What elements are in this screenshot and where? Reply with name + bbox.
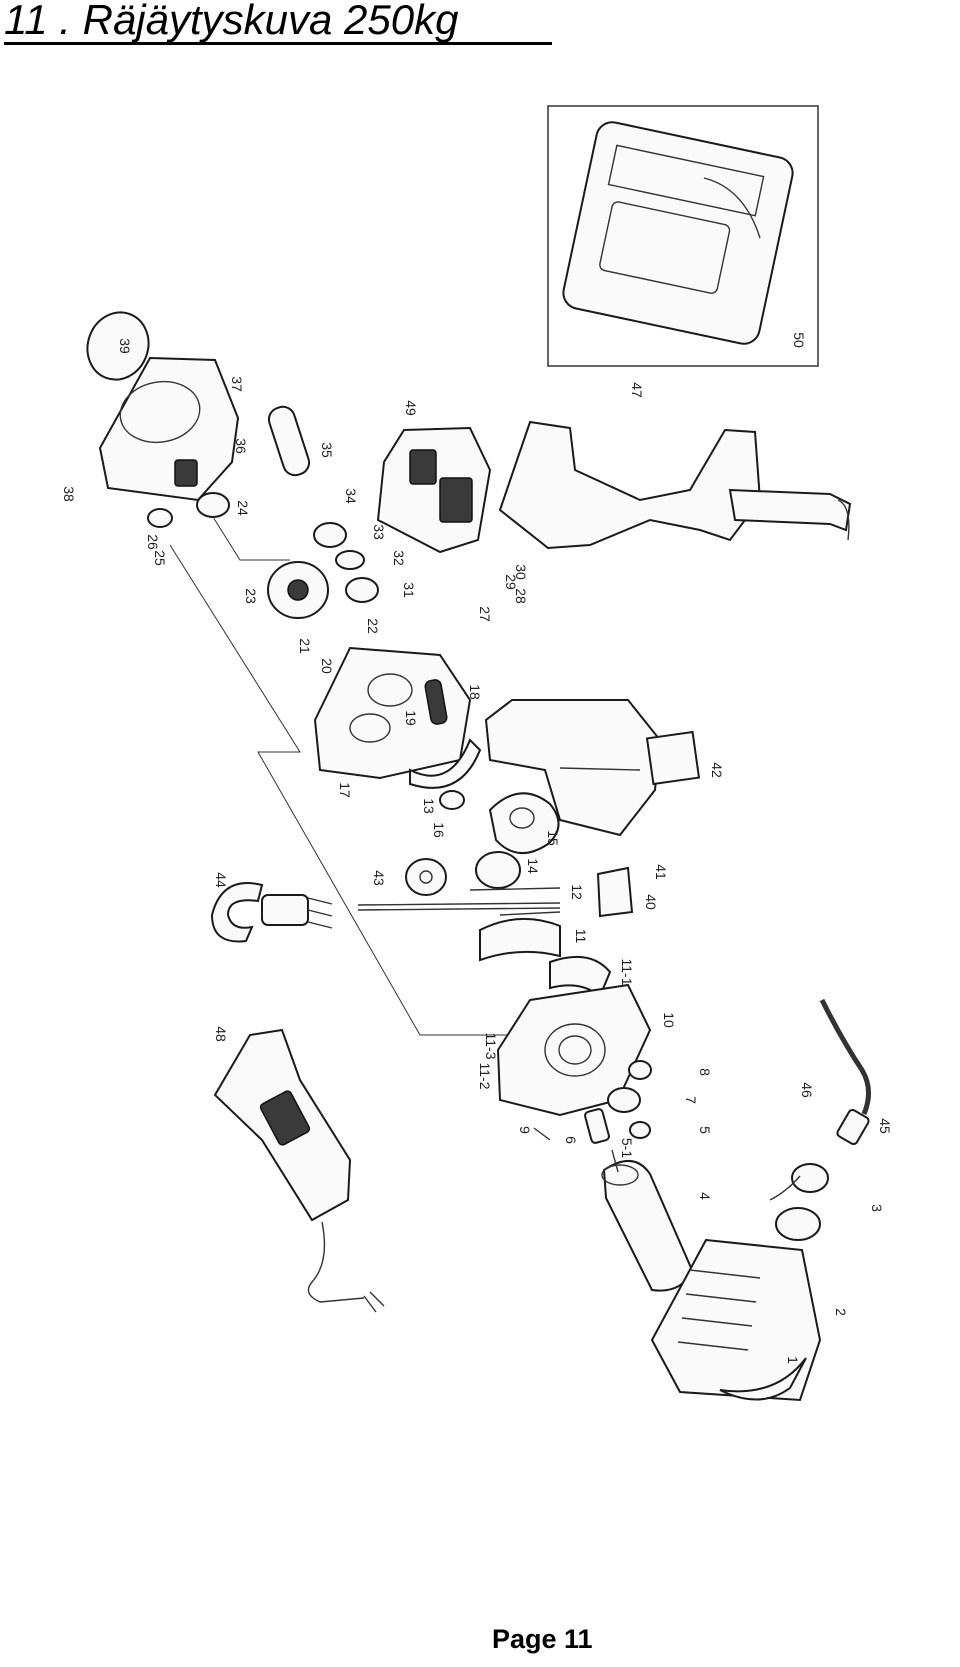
part-label-41: 41	[653, 864, 669, 880]
part-label-34: 34	[343, 488, 359, 504]
part-label-13: 13	[421, 798, 437, 814]
part-label-30: 30	[513, 564, 529, 580]
chain-guide-part	[479, 917, 612, 998]
seal-gland-part	[769, 1163, 829, 1241]
part-label-9: 9	[517, 1126, 533, 1134]
part-label-25: 25	[152, 550, 168, 566]
label-tag-part	[86, 311, 150, 381]
part-label-49: 49	[403, 400, 419, 416]
part-label-8: 8	[697, 1068, 713, 1076]
small-fastener-parts	[533, 1060, 652, 1144]
part-label-16: 16	[431, 822, 447, 838]
part-label-15: 15	[545, 830, 561, 846]
part-label-4: 4	[697, 1192, 713, 1200]
title-underline	[4, 42, 552, 45]
part-label-2: 2	[833, 1308, 849, 1316]
bracket-part	[596, 866, 634, 918]
assembly-outline	[169, 544, 530, 1036]
part-label-14: 14	[525, 858, 541, 874]
handle-grip-part	[498, 420, 852, 550]
part-label-5-1: 5-1	[619, 1138, 635, 1158]
part-label-27: 27	[477, 606, 493, 622]
upper-cover-part	[98, 356, 240, 502]
roller-pin-part	[267, 405, 311, 477]
hook-ring-part	[439, 790, 560, 854]
part-label-47: 47	[629, 382, 645, 398]
part-label-22: 22	[365, 618, 381, 634]
part-label-11: 11	[573, 929, 589, 944]
part-label-11-2: 11-2	[477, 1063, 493, 1090]
part-label-31: 31	[401, 582, 417, 598]
part-label-50: 50	[791, 332, 807, 348]
part-label-39: 39	[117, 338, 133, 354]
electric-motor-part	[601, 1149, 694, 1292]
part-label-43: 43	[371, 870, 387, 886]
part-label-3: 3	[869, 1204, 885, 1212]
part-label-6: 6	[563, 1136, 579, 1144]
part-label-35: 35	[319, 442, 335, 458]
part-label-21: 21	[297, 638, 313, 654]
part-label-37: 37	[229, 376, 245, 392]
part-label-12: 12	[569, 884, 585, 900]
part-label-28: 28	[513, 588, 529, 604]
part-label-36: 36	[233, 438, 249, 454]
part-label-46: 46	[799, 1082, 815, 1098]
gear-housing-part	[313, 646, 482, 789]
bottom-cover-part	[650, 1238, 822, 1402]
part-label-7: 7	[683, 1096, 699, 1104]
lifting-hook-part	[210, 882, 333, 943]
part-label-32: 32	[391, 550, 407, 566]
part-label-23: 23	[243, 588, 259, 604]
part-label-48: 48	[213, 1026, 229, 1042]
part-label-19: 19	[403, 710, 419, 726]
battery-charger-part	[213, 1028, 385, 1313]
part-label-38: 38	[61, 486, 77, 502]
carry-case-part	[547, 105, 819, 367]
part-label-26: 26	[145, 534, 161, 550]
page-title: 11 . Räjäytyskuva 250kg	[4, 0, 471, 43]
motor-cover-part	[484, 699, 701, 837]
part-label-29: 29	[503, 574, 519, 590]
part-label-11-3: 11-3	[483, 1033, 499, 1060]
part-label-44: 44	[213, 872, 229, 888]
chain-part	[357, 851, 561, 916]
lower-housing-part	[496, 983, 652, 1117]
part-label-1: 1	[785, 1356, 801, 1364]
page-number: Page 11	[492, 1624, 593, 1654]
part-label-42: 42	[709, 762, 725, 778]
part-label-17: 17	[337, 782, 353, 798]
power-cable-part	[819, 998, 871, 1146]
part-label-18: 18	[467, 684, 483, 700]
gear-assembly-part	[147, 492, 379, 619]
part-number-labels: 123455-16789101111-111-211-3121314151617…	[61, 332, 893, 1364]
part-label-45: 45	[877, 1118, 893, 1134]
part-label-33: 33	[371, 524, 387, 540]
part-label-24: 24	[235, 500, 251, 516]
part-label-5: 5	[697, 1126, 713, 1134]
part-label-10: 10	[661, 1012, 677, 1028]
part-label-20: 20	[319, 658, 335, 674]
battery-pack-part	[376, 426, 492, 554]
part-label-40: 40	[643, 894, 659, 910]
part-label-11-1: 11-1	[619, 959, 635, 986]
exploded-view-diagram: 123455-16789101111-111-211-3121314151617…	[61, 105, 893, 1402]
